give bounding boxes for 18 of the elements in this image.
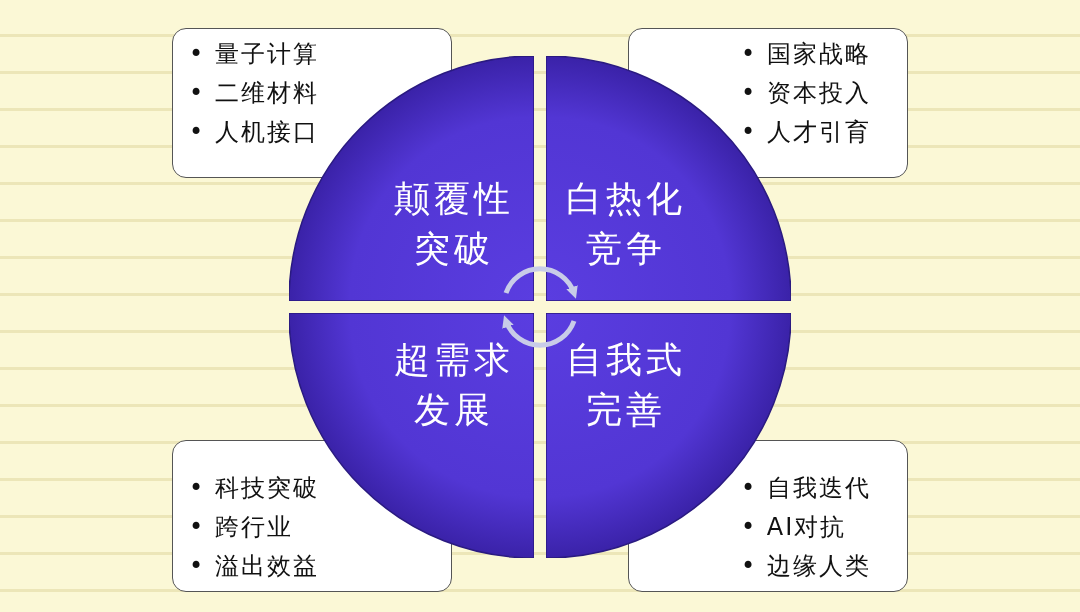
quadrant-label: 自我式完善 <box>565 338 687 432</box>
quadrant-label: 白热化竞争 <box>565 177 687 271</box>
bullet-item: • 人机接口 <box>189 117 319 148</box>
bullet-item: • 科技突破 <box>189 473 319 504</box>
curved-arrow <box>503 266 578 299</box>
bullet-item: • 跨行业 <box>189 512 294 543</box>
quadrant-label: 颠覆性突破 <box>393 177 515 271</box>
bullet-item: • AI对抗 <box>741 512 848 543</box>
quadrant-label: 超需求发展 <box>393 338 515 432</box>
bullet-item: • 量子计算 <box>189 39 319 70</box>
bullet-item: • 人才引育 <box>741 117 871 148</box>
bullet-item: • 边缘人类 <box>741 551 871 582</box>
bullet-item: • 自我迭代 <box>741 473 871 504</box>
curved-arrow <box>502 315 577 348</box>
bullet-item: • 资本投入 <box>741 78 871 109</box>
bullet-item: • 溢出效益 <box>189 551 319 582</box>
bullet-item: • 二维材料 <box>189 78 319 109</box>
bullet-item: • 国家战略 <box>741 39 871 70</box>
